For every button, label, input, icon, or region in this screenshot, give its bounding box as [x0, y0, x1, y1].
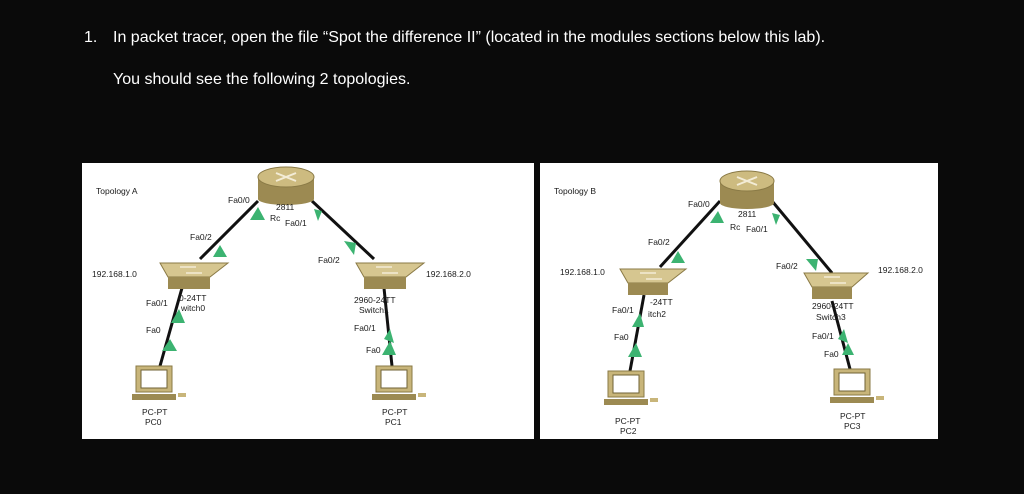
switch0-model: 0-24TT [179, 293, 206, 303]
switch0-downlink-port: Fa0/1 [146, 298, 168, 308]
switch-icon[interactable] [619, 268, 688, 295]
router-model: 2811 [738, 209, 757, 219]
network-right: 192.168.2.0 [878, 265, 923, 275]
switch2-downlink-port: Fa0/1 [612, 305, 634, 315]
pc1-port: Fa0 [366, 345, 381, 355]
switch2-model: -24TT [650, 297, 673, 307]
step-text: In packet tracer, open the file “Spot th… [113, 29, 826, 46]
switch2-uplink-port: Fa0/2 [648, 237, 670, 247]
switch1-downlink-port: Fa0/1 [354, 323, 376, 333]
topology-b-panel: Topology B Fa0/0 2811 Rc Fa0/1 Fa0/2 Fa0… [540, 163, 938, 439]
link-light [772, 213, 780, 225]
step-subtext: You should see the following 2 topologie… [113, 71, 411, 88]
pc1-name: PC1 [385, 417, 402, 427]
link-light [671, 251, 685, 263]
topology-a-diagram: Topology A Fa0/0 2811 Rc Fa0/1 Fa0/2 Fa0… [92, 166, 471, 427]
link-router-switch0 [198, 199, 260, 261]
switch0-uplink-port: Fa0/2 [190, 232, 212, 242]
switch-icon[interactable] [159, 262, 230, 289]
link-switch2-pc2 [628, 294, 646, 372]
pc2-name: PC2 [620, 426, 637, 436]
network-right: 192.168.2.0 [426, 269, 471, 279]
link-light [162, 339, 177, 351]
network-left: 192.168.1.0 [560, 267, 605, 277]
switch0-name: witch0 [180, 303, 205, 313]
topology-title: Topology A [96, 186, 138, 196]
link-light [628, 343, 642, 357]
link-light [213, 245, 227, 257]
pc0-name: PC0 [145, 417, 162, 427]
topology-title: Topology B [554, 186, 596, 196]
switch3-name: Switch3 [816, 312, 846, 322]
link-light [382, 341, 396, 355]
pc3-port: Fa0 [824, 349, 839, 359]
router-icon[interactable] [719, 170, 775, 209]
link-light [632, 313, 644, 327]
router-port-left: Fa0/0 [228, 195, 250, 205]
topology-b-diagram: Topology B Fa0/0 2811 Rc Fa0/1 Fa0/2 Fa0… [554, 170, 923, 436]
switch-icon[interactable] [803, 272, 870, 299]
link-light [250, 207, 265, 220]
link-router-switch3 [770, 200, 834, 274]
link-switch0-pc0 [158, 287, 184, 367]
link-light [806, 259, 818, 271]
router-port-left: Fa0/0 [688, 199, 710, 209]
router-port-right: Fa0/1 [285, 218, 307, 228]
pc2-port: Fa0 [614, 332, 629, 342]
pc3-name: PC3 [844, 421, 861, 431]
link-light [838, 329, 848, 343]
switch1-name: Switch1 [359, 305, 389, 315]
router-name: Rc [270, 213, 281, 223]
link-router-switch2 [658, 199, 722, 269]
pc0-type: PC-PT [142, 407, 168, 417]
link-light [842, 343, 854, 355]
link-light [171, 309, 185, 323]
router-model: 2811 [276, 202, 295, 212]
pc1-type: PC-PT [382, 407, 408, 417]
pc0-port: Fa0 [146, 325, 161, 335]
link-router-switch1 [310, 199, 376, 261]
router-icon[interactable] [257, 166, 315, 205]
switch3-model: 2960-24TT [812, 301, 854, 311]
pc3-type: PC-PT [840, 411, 866, 421]
router-name: Rc [730, 222, 741, 232]
switch-icon[interactable] [355, 262, 426, 289]
pc-icon[interactable] [372, 365, 426, 400]
link-light [384, 329, 394, 343]
switch1-uplink-port: Fa0/2 [318, 255, 340, 265]
step-number: 1. [84, 29, 98, 46]
topology-a-panel: Topology A Fa0/0 2811 Rc Fa0/1 Fa0/2 Fa0… [82, 163, 534, 439]
link-light [314, 209, 322, 221]
pc2-type: PC-PT [615, 416, 641, 426]
link-light [344, 241, 356, 255]
switch1-model: 2960-24TT [354, 295, 396, 305]
pc-icon[interactable] [830, 368, 884, 403]
network-left: 192.168.1.0 [92, 269, 137, 279]
switch2-name: itch2 [648, 309, 666, 319]
pc-icon[interactable] [604, 370, 658, 405]
switch3-uplink-port: Fa0/2 [776, 261, 798, 271]
router-port-right: Fa0/1 [746, 224, 768, 234]
pc-icon[interactable] [132, 365, 186, 400]
link-light [710, 211, 724, 223]
switch3-downlink-port: Fa0/1 [812, 331, 834, 341]
